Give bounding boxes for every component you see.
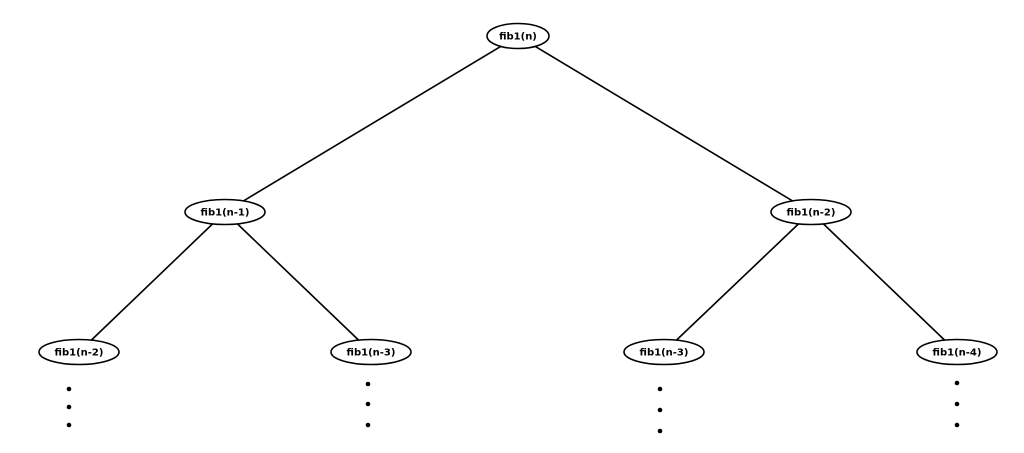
node-label: fib1(n-3): [347, 348, 396, 359]
tree-node-root: fib1(n): [486, 22, 550, 50]
node-ellipse: [916, 338, 998, 366]
edge-root-r: [534, 45, 793, 202]
ellipsis-dot-ll-2: [66, 422, 72, 428]
ellipsis-dot-rl-0: [657, 386, 663, 392]
tree-node-l: fib1(n-1): [184, 198, 266, 226]
node-label: fib1(n-2): [787, 208, 836, 219]
tree-nodes: fib1(n) fib1(n-1) fib1(n-2) fib1(n-2) fib1(n…: [38, 22, 998, 366]
edge-r-rl: [675, 223, 800, 341]
ellipsis-dot-lr-1: [365, 401, 371, 407]
node-ellipse: [330, 338, 412, 366]
node-label: fib1(n-3): [640, 348, 689, 359]
ellipsis-dot-rl-1: [657, 407, 663, 413]
ellipsis-dot-ll-1: [66, 404, 72, 410]
ellipsis-dot-rl-2: [657, 428, 663, 434]
node-ellipse: [486, 22, 550, 50]
tree-node-ll: fib1(n-2): [38, 338, 120, 366]
ellipsis-dot-lr-0: [365, 381, 371, 387]
node-label: fib1(n-2): [55, 348, 104, 359]
edge-root-l: [243, 45, 502, 202]
tree-node-r: fib1(n-2): [770, 198, 852, 226]
node-ellipse: [184, 198, 266, 226]
edge-r-rr: [822, 223, 946, 341]
node-ellipse: [623, 338, 705, 366]
ellipsis-dot-ll-0: [66, 386, 72, 392]
tree-edges: [90, 45, 946, 341]
tree-node-rl: fib1(n-3): [623, 338, 705, 366]
ellipsis-dot-lr-2: [365, 422, 371, 428]
node-ellipse: [770, 198, 852, 226]
node-label: fib1(n-4): [933, 348, 982, 359]
tree-node-lr: fib1(n-3): [330, 338, 412, 366]
ellipsis-dot-rr-2: [954, 422, 960, 428]
node-label: fib1(n-1): [201, 208, 250, 219]
ellipsis-dot-rr-0: [954, 380, 960, 386]
ellipsis-dot-rr-1: [954, 401, 960, 407]
tree-node-rr: fib1(n-4): [916, 338, 998, 366]
node-label: fib1(n): [499, 32, 537, 43]
continuation-dots: [66, 380, 960, 434]
edge-l-ll: [90, 223, 214, 341]
node-ellipse: [38, 338, 120, 366]
edge-l-lr: [236, 223, 360, 341]
